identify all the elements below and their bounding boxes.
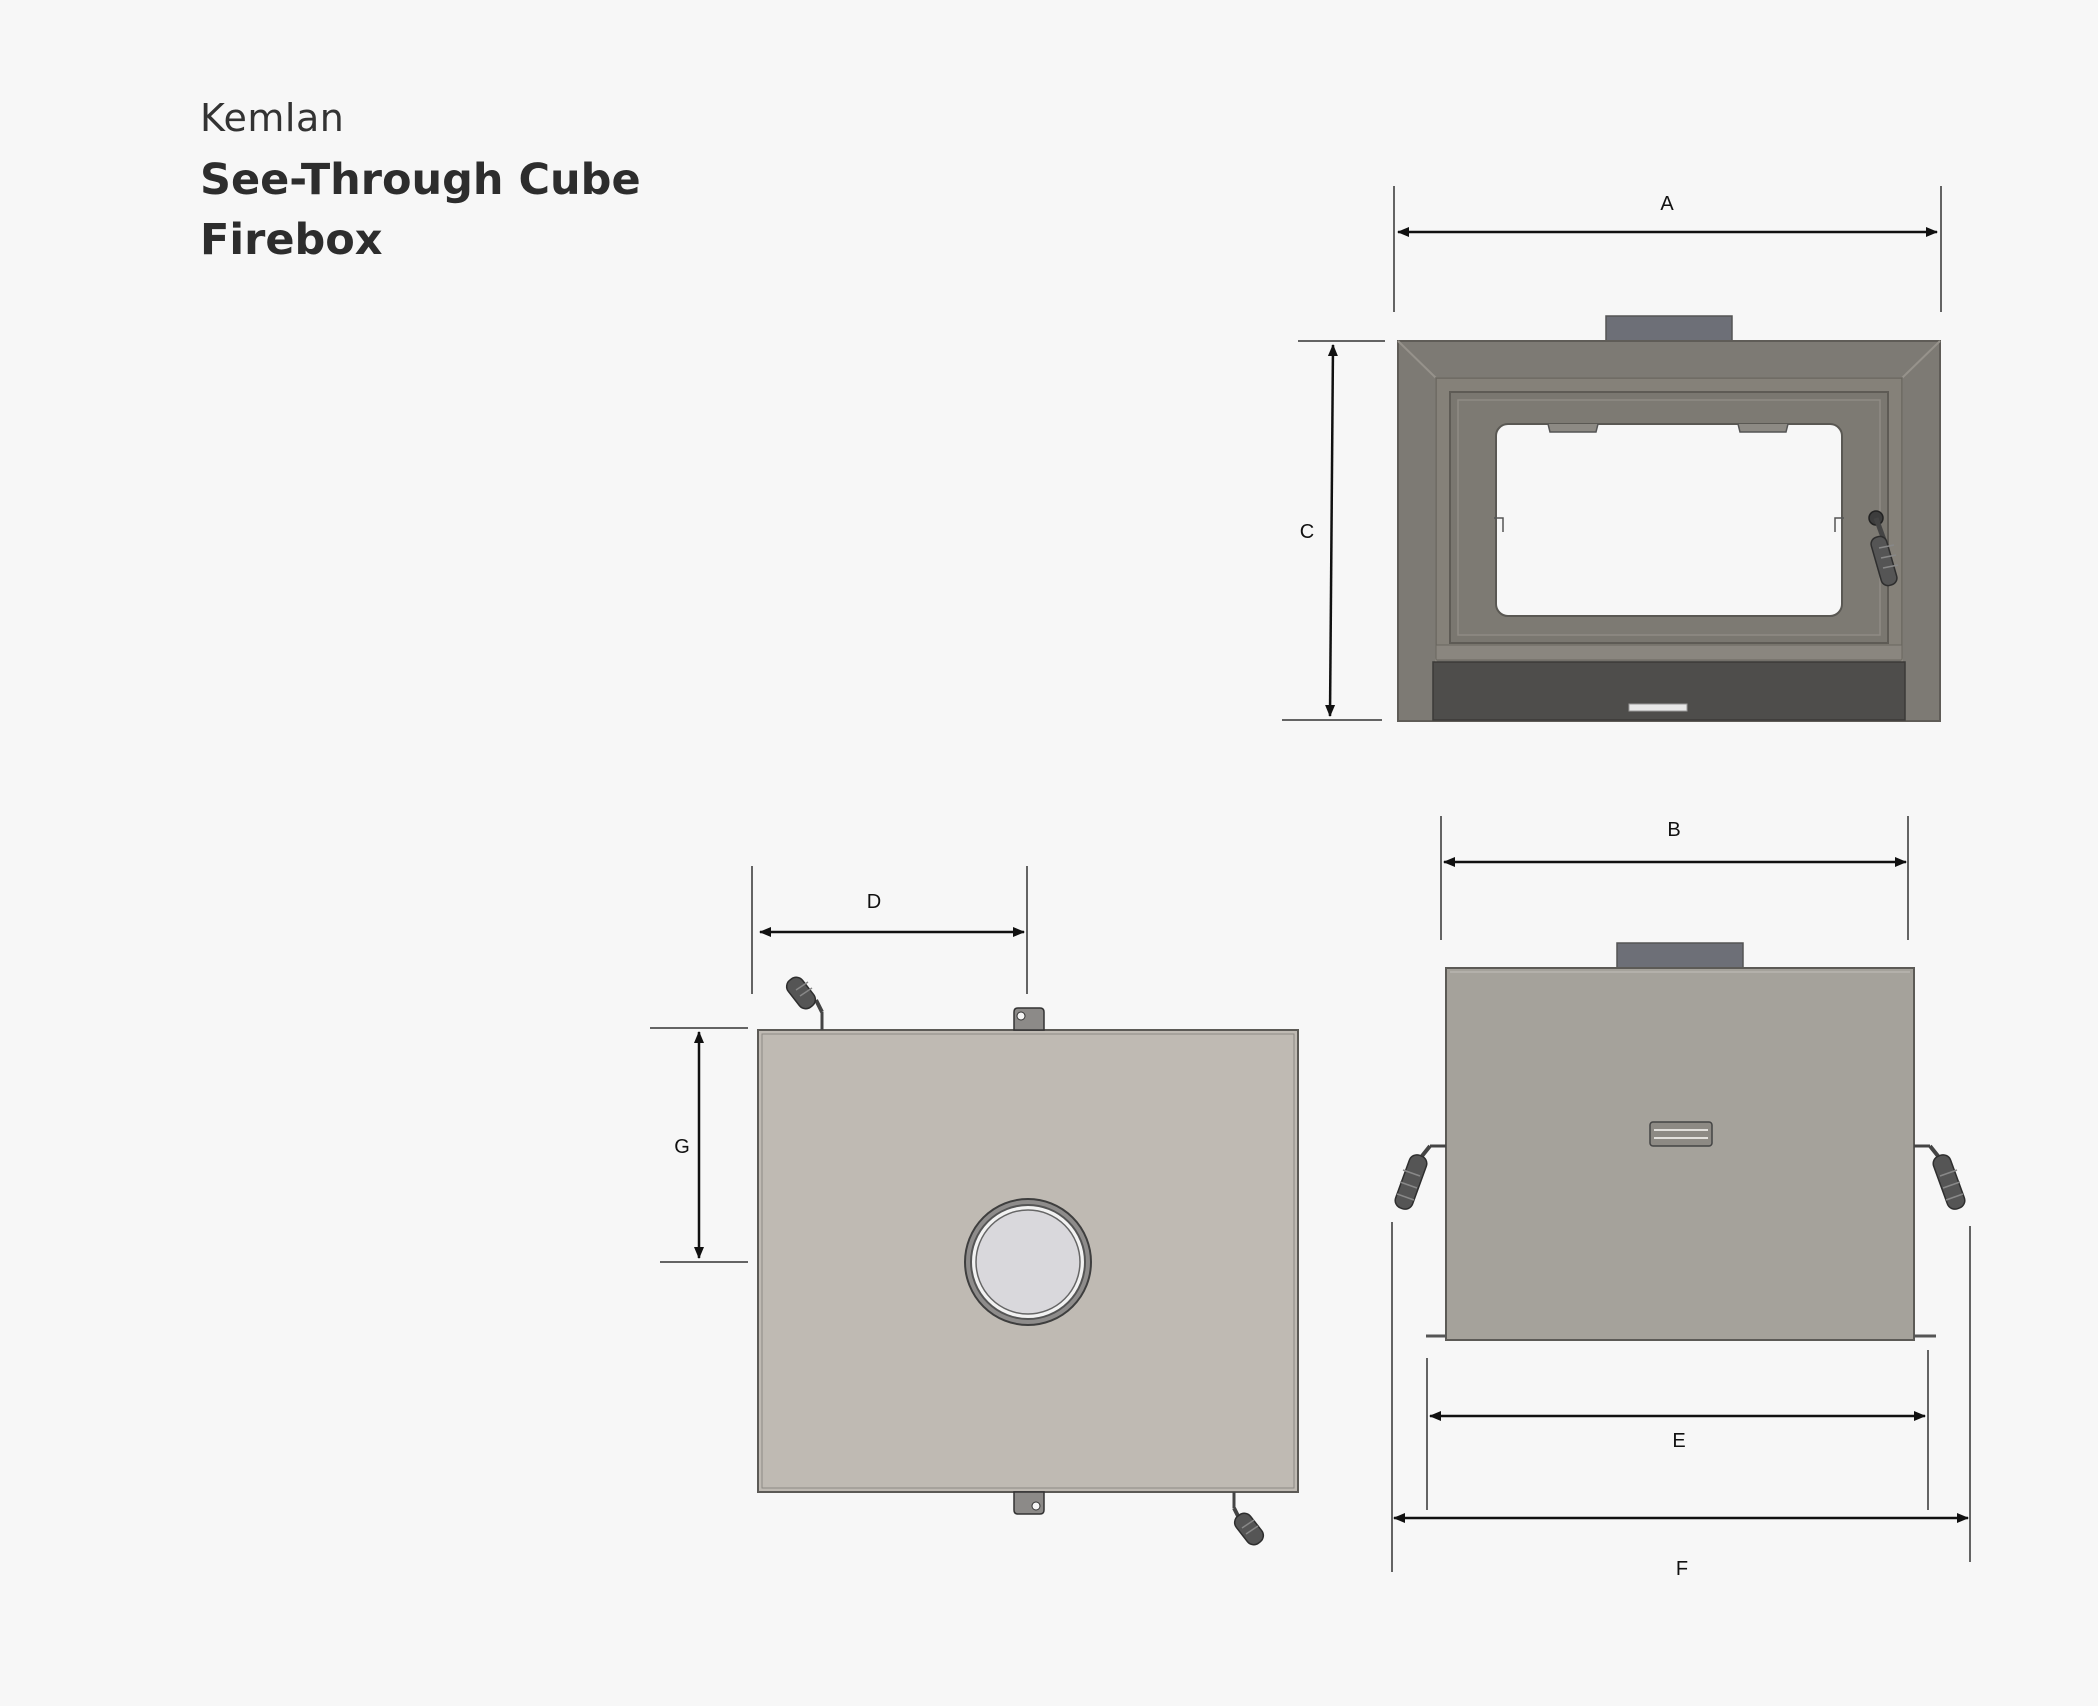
dimension-label-a: A <box>1660 193 1674 215</box>
glass-clip-right <box>1737 423 1789 433</box>
side-view <box>1394 942 1966 1341</box>
front-lower-band <box>1435 644 1903 661</box>
dimension-d: D <box>751 866 1028 994</box>
front-door-glass <box>1495 423 1843 617</box>
ash-pan-slot <box>1628 703 1688 712</box>
front-view <box>1397 315 1941 722</box>
dimension-g: G <box>650 1027 748 1263</box>
side-view-body <box>1445 967 1915 1341</box>
dimension-label-b: B <box>1667 819 1680 841</box>
dimension-label-g: G <box>674 1136 690 1158</box>
dimension-e: E <box>1426 1350 1929 1510</box>
top-mounting-tab-lower <box>1013 1491 1045 1515</box>
side-handle-left-icon <box>1394 1144 1446 1210</box>
title-line-2: Firebox <box>200 215 383 265</box>
top-view-inner-edge <box>761 1033 1295 1489</box>
door-handle-icon <box>1868 510 1899 587</box>
side-handle-right-icon <box>1914 1144 1966 1210</box>
dimension-label-e: E <box>1672 1430 1685 1452</box>
glass-hook-left <box>1494 517 1504 532</box>
top-handle-upper-icon <box>785 976 824 1030</box>
glass-hook-right <box>1834 517 1844 532</box>
dimension-f: F <box>1391 1222 1971 1580</box>
dimension-c: C <box>1282 340 1385 721</box>
top-view <box>757 976 1299 1546</box>
page-title: See-Through Cube Firebox <box>200 150 760 270</box>
side-air-vent-icon <box>1649 1121 1713 1147</box>
dimension-a: A <box>1393 186 1942 312</box>
top-handle-lower-icon <box>1232 1492 1265 1546</box>
top-mounting-tab-upper <box>1013 1007 1045 1031</box>
dimension-label-f: F <box>1676 1558 1688 1580</box>
top-flue-opening <box>975 1209 1081 1315</box>
front-flue-collar <box>1605 315 1733 343</box>
glass-clip-left <box>1547 423 1599 433</box>
dimension-label-d: D <box>867 891 881 913</box>
side-flue-collar <box>1616 942 1744 970</box>
brand-name: Kemlan <box>200 96 345 140</box>
dimension-label-c: C <box>1300 521 1314 543</box>
dimension-b: B <box>1440 816 1909 940</box>
title-line-1: See-Through Cube <box>200 155 641 205</box>
